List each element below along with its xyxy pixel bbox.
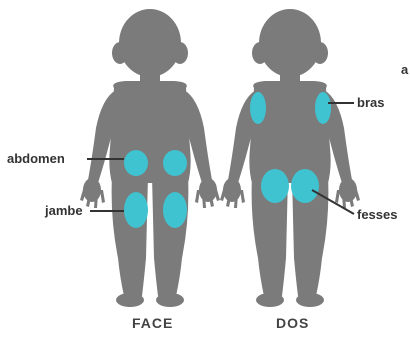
- back-arm-left-zone: [250, 92, 266, 124]
- buttocks-label: fesses: [357, 207, 397, 223]
- front-thigh-right-zone: [163, 192, 187, 228]
- front-abdomen-left-zone: [124, 150, 148, 176]
- arm-label: bras: [357, 95, 384, 111]
- back-buttock-right-zone: [291, 169, 319, 203]
- front-thigh-left-zone: [124, 192, 148, 228]
- back-buttock-left-zone: [261, 169, 289, 203]
- abdomen-label: abdomen: [7, 151, 65, 167]
- leg-label: jambe: [45, 203, 83, 219]
- cutoff-label-fragment: a: [401, 62, 408, 78]
- back-arm-right-zone: [315, 92, 331, 124]
- front-abdomen-right-zone: [163, 150, 187, 176]
- front-figure: [80, 9, 220, 307]
- back-caption: DOS: [276, 315, 309, 331]
- front-caption: FACE: [132, 315, 173, 331]
- back-silhouette: [220, 9, 360, 307]
- back-figure: [220, 9, 360, 307]
